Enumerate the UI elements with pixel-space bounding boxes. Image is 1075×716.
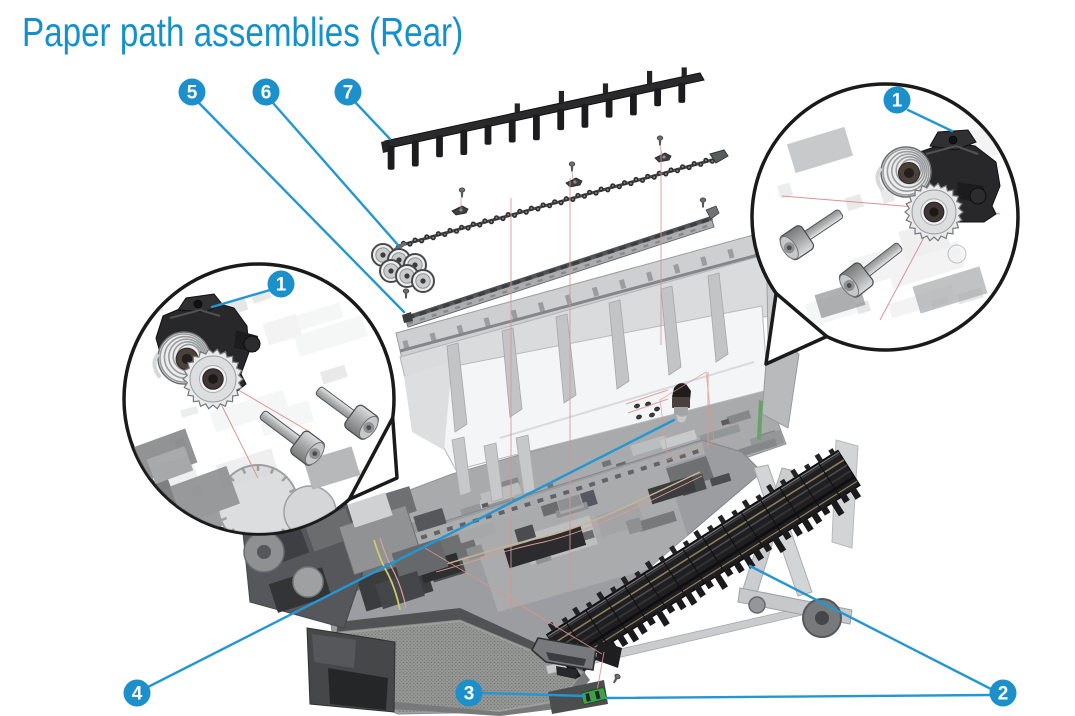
svg-text:4: 4 [132,684,143,705]
svg-text:6: 6 [261,83,272,104]
svg-text:5: 5 [187,83,198,104]
svg-text:1: 1 [276,275,287,296]
svg-text:2: 2 [998,684,1009,705]
svg-text:7: 7 [343,83,354,104]
svg-text:1: 1 [892,91,903,112]
svg-text:3: 3 [464,684,475,705]
